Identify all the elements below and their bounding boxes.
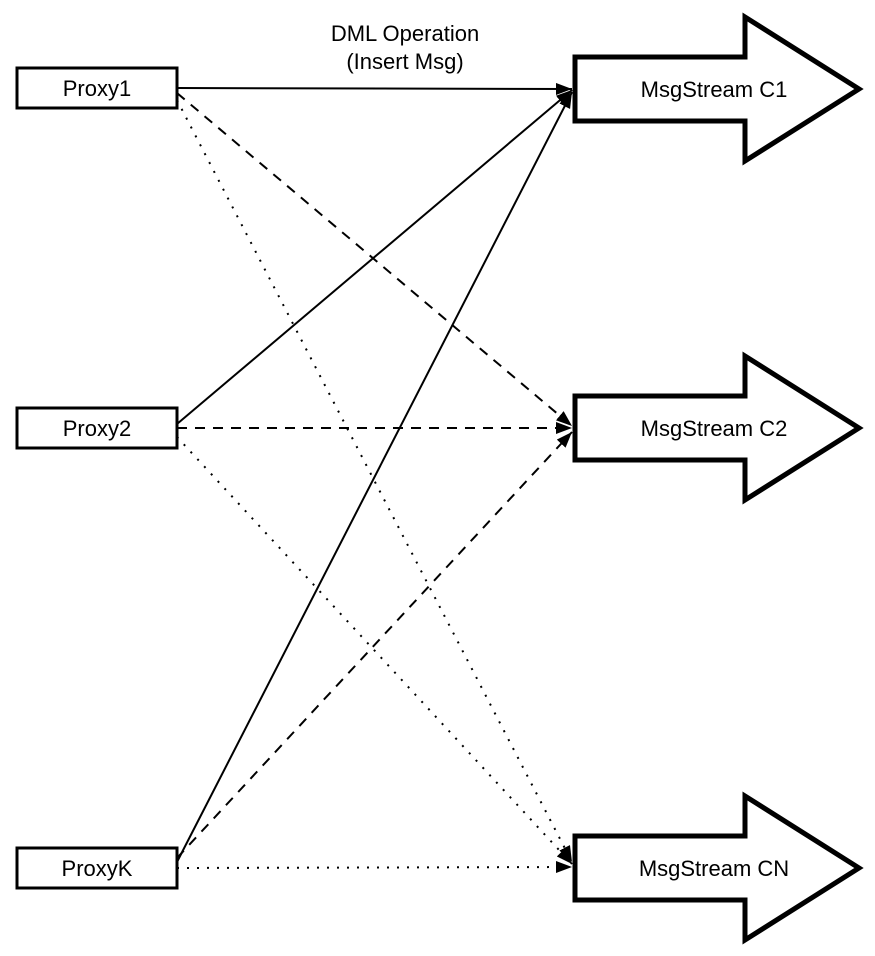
msgstream-c2-arrow-shape [572, 351, 864, 505]
msgstream-c1-arrow-shape [572, 12, 864, 166]
stream-node-msgstream-cn: MsgStream CN [572, 791, 864, 945]
msgstream-cn-label: MsgStream CN [639, 856, 789, 881]
dml-operation-label-line1: DML Operation [331, 21, 479, 46]
proxyk-box [15, 846, 179, 890]
edge-proxy2-msgstream-cn [176, 436, 573, 865]
edge-proxy1-msgstream-c2 [176, 92, 573, 427]
proxy1-box [15, 66, 179, 110]
edge-proxy1-msgstream-c1 [176, 82, 573, 95]
proxy-node-proxy1: Proxy1 [15, 66, 179, 110]
proxy1-label: Proxy1 [63, 76, 131, 101]
msgstream-c1-label: MsgStream C1 [641, 77, 788, 102]
edge-proxy2-msgstream-c1 [176, 89, 573, 425]
dml-operation-edge-label: DML Operation (Insert Msg) [331, 21, 479, 74]
proxy-node-proxy2: Proxy2 [15, 406, 179, 450]
stream-node-msgstream-c1: MsgStream C1 [572, 12, 864, 166]
proxy2-label: Proxy2 [63, 416, 131, 441]
dml-operation-label-line2: (Insert Msg) [346, 49, 463, 74]
msgstream-c2-label: MsgStream C2 [641, 416, 788, 441]
edge-proxyk-msgstream-cn [176, 861, 573, 874]
edge-proxyk-msgstream-c1 [176, 91, 573, 863]
proxyk-label: ProxyK [62, 856, 133, 881]
edge-proxyk-msgstream-c2 [176, 431, 573, 859]
msgstream-cn-arrow-shape [572, 791, 864, 945]
stream-node-msgstream-c2: MsgStream C2 [572, 351, 864, 505]
edges [176, 82, 573, 874]
proxy-node-proxyk: ProxyK [15, 846, 179, 890]
proxy2-box [15, 406, 179, 450]
